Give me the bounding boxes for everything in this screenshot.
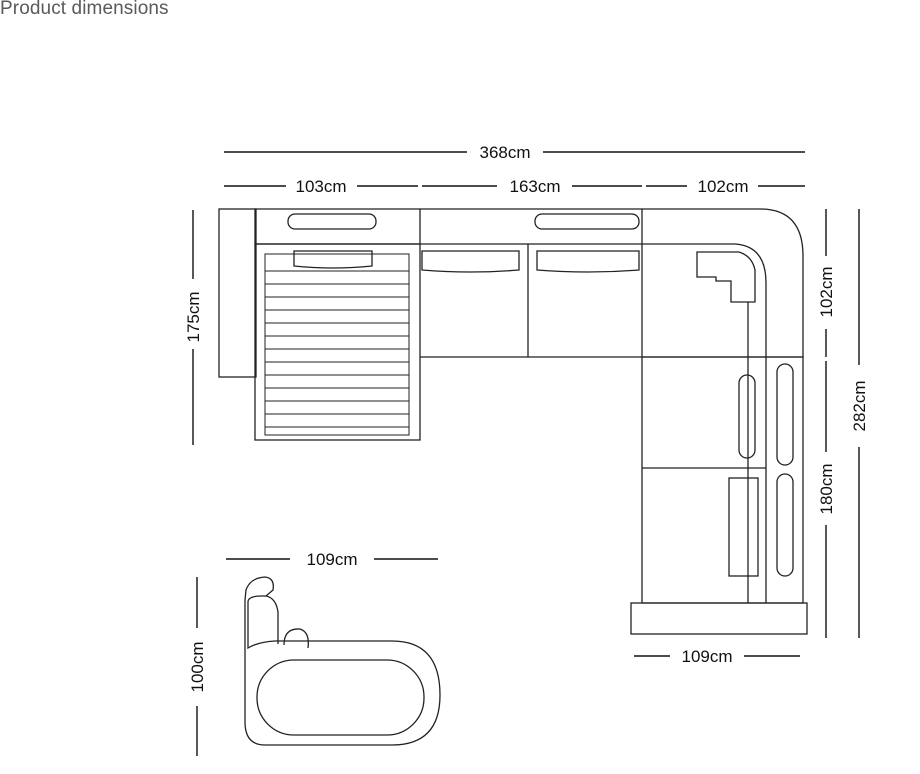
side-backrest [265,595,279,644]
side-seat-light [256,659,425,736]
page-title: Product dimensions [0,0,169,19]
label-side-depth: 109cm [306,550,357,569]
dimension-side-depth: 109cm [226,550,438,569]
dimension-chaise-width: 109cm [634,647,800,666]
bed-frame [264,253,410,436]
sofa-side-view [244,576,441,746]
dimension-chaise-length: 180cm [817,361,836,638]
chaise-armrest-light-1 [738,374,756,459]
dimension-depth-left: 175cm [184,210,203,445]
bed-slats [265,270,409,428]
dimension-segment-middle: 163cm [422,177,642,196]
chaise-side-light-2 [776,473,794,577]
backrest-light-strip-left [287,213,377,230]
label-corner-depth: 102cm [817,266,836,317]
side-cushion [283,628,309,649]
middle-section [420,208,643,358]
chaise-footrest [630,602,808,635]
dimension-total-width: 368cm [224,143,805,162]
label-segment-right: 102cm [697,177,748,196]
corner-headrest [696,251,756,303]
dimension-side-height: 100cm [188,577,207,756]
headrest-left [293,250,373,269]
label-segment-middle: 163cm [509,177,560,196]
chaise-section [641,356,804,604]
left-armrest [218,208,257,378]
dimension-total-depth: 282cm [850,209,869,638]
corner-backrest-inner [642,243,767,357]
left-sleeper-bed [254,243,421,441]
dimension-segment-left: 103cm [224,177,418,196]
corner-section [642,208,804,358]
label-segment-left: 103cm [295,177,346,196]
sofa-top-view [218,208,808,635]
label-side-height: 100cm [188,641,207,692]
label-chaise-width: 109cm [681,647,732,666]
label-chaise-length: 180cm [817,463,836,514]
label-total-width: 368cm [479,143,530,162]
label-depth-left: 175cm [184,291,203,342]
chaise-side-light-1 [776,363,794,466]
dimension-segment-right: 102cm [646,177,805,196]
chaise-headrest [728,477,759,577]
headrest-middle-2 [536,250,640,273]
dimension-corner-depth: 102cm [817,209,836,357]
side-profile-outline [244,576,441,746]
headrest-middle-1 [421,250,520,273]
backrest-light-strip-middle [534,213,640,230]
label-total-depth: 282cm [850,380,869,431]
